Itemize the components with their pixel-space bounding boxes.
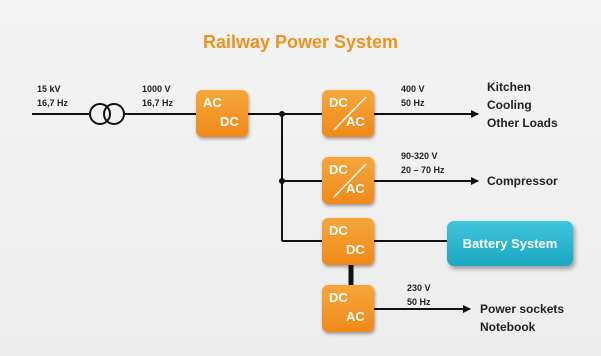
rectifier-bottom-label: DC [220,114,239,129]
output-3-voltage: 230 V [407,283,431,293]
junction-dot-1 [279,111,285,117]
inverter-block-2: DC AC [322,157,374,204]
inverter-2-top-label: DC [329,162,348,177]
load-kitchen: Kitchen [487,80,532,94]
load-other: Other Loads [487,116,558,130]
output-3-frequency: 50 Hz [407,297,431,307]
input-frequency-label: 16,7 Hz [37,98,69,108]
junction-dot-2 [279,178,285,184]
inverter-3-bottom-label: AC [346,309,365,324]
dcdc-converter-block: DC DC [322,218,374,265]
inverter-block-3: DC AC [322,285,374,332]
output-2-voltage: 90-320 V [401,151,438,161]
inverter-1-bottom-label: AC [346,114,365,129]
transformer-voltage-label: 1000 V [142,84,171,94]
battery-system-label: Battery System [462,236,558,251]
output-2-frequency: 20 – 70 Hz [401,165,445,175]
inverter-1-top-label: DC [329,95,348,110]
load-compressor: Compressor [487,174,558,188]
load-power-sockets: Power sockets [480,302,565,316]
inverter-3-top-label: DC [329,290,348,305]
transformer-frequency-label: 16,7 Hz [142,98,174,108]
dcdc-bottom-label: DC [346,242,365,257]
load-notebook: Notebook [480,320,536,334]
transformer-icon [89,103,125,125]
rectifier-top-label: AC [203,95,222,110]
output-1-frequency: 50 Hz [401,98,425,108]
dcdc-top-label: DC [329,223,348,238]
rectifier-block: AC DC [196,90,248,137]
load-cooling: Cooling [487,98,532,112]
battery-system-block: Battery System [447,221,573,266]
inverter-block-1: DC AC [322,90,374,137]
output-1-voltage: 400 V [401,84,425,94]
input-voltage-label: 15 kV [37,84,61,94]
diagram-title: Railway Power System [202,32,399,52]
inverter-2-bottom-label: AC [346,181,365,196]
